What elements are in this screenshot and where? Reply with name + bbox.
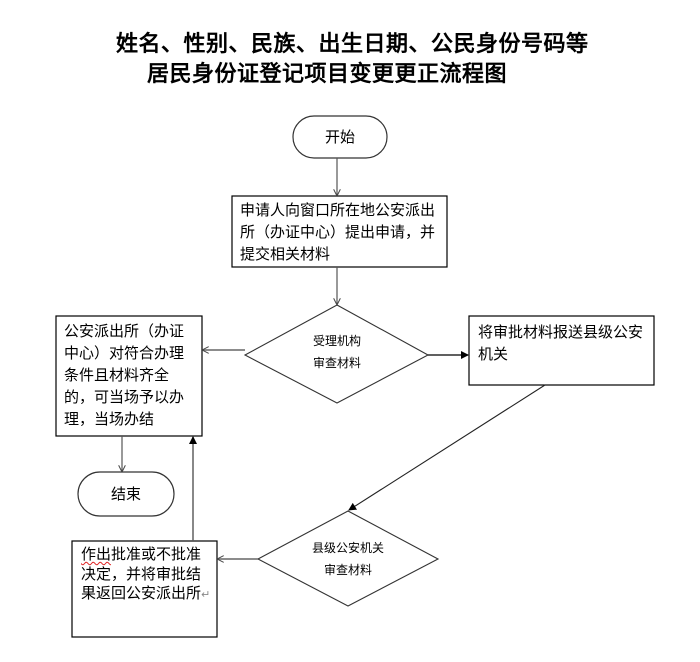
review2-line-2: 审查材料 <box>323 563 372 577</box>
arrow-forward-to-review2 <box>348 384 546 511</box>
review1-label: 受理机构 审查材料 <box>287 330 387 374</box>
review2-label: 县级公安机关 审查材料 <box>298 537 398 581</box>
review1-diamond <box>243 304 430 404</box>
paragraph-mark-icon: ↵ <box>201 588 211 601</box>
forward-label: 将审批材料报送县级公安机关 <box>478 323 644 363</box>
decision-label: 作出批准或不批准决定，并将审批结果返回公安派出所↵ <box>81 545 213 605</box>
decision-rest: 批准或不批准决定，并将审批结果返回公安派出所 <box>81 545 202 602</box>
review1-line-1: 受理机构 <box>312 334 361 348</box>
title-line-1: 姓名、性别、民族、出生日期、公民身份号码等 <box>116 31 589 57</box>
end-label: 结束 <box>110 485 141 503</box>
apply-label: 申请人向窗口所在地公安派出所（办证中心）提出申请，并提交相关材料 <box>240 201 436 263</box>
end-terminator <box>77 471 175 517</box>
review2-line-1: 县级公安机关 <box>311 541 384 555</box>
decision-box <box>71 540 218 638</box>
apply-box <box>231 195 448 268</box>
review1-line-2: 审查材料 <box>312 356 361 370</box>
forward-box <box>468 315 655 386</box>
title-line-2: 居民身份证登记项目变更更正流程图 <box>147 61 508 87</box>
review2-diamond <box>256 510 440 607</box>
start-terminator <box>292 115 388 159</box>
onsite-label: 公安派出所（办证中心）对符合办理条件且材料齐全的，可当场予以办理，当场办结 <box>64 322 185 428</box>
start-label: 开始 <box>324 128 355 146</box>
onsite-box <box>55 315 203 437</box>
decision-prefix-spellcheck: 作出 <box>81 545 112 563</box>
